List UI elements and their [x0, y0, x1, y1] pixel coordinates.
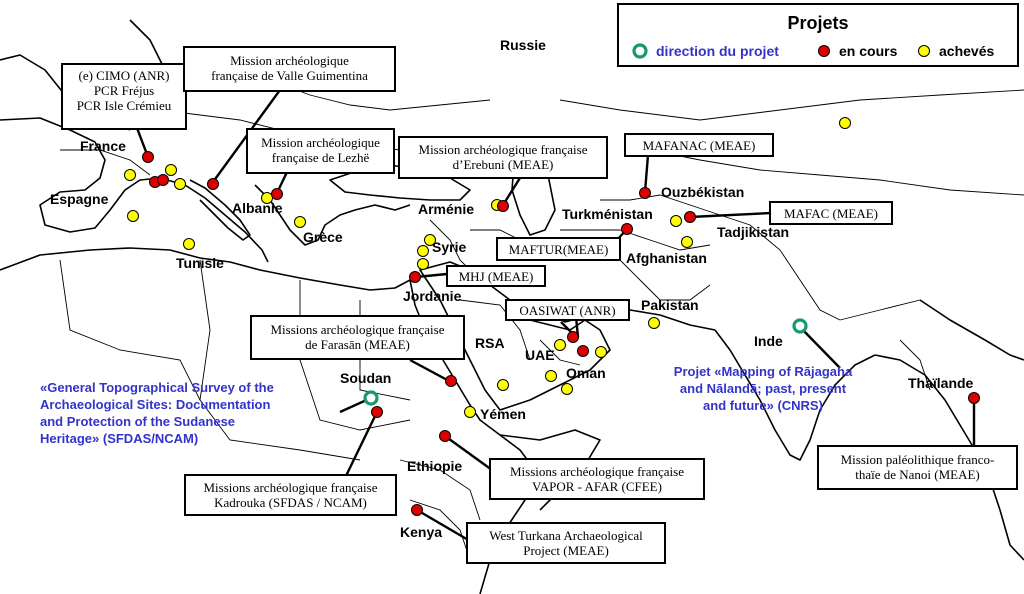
country-afghanistan: Afghanistan	[626, 250, 707, 266]
project-oasiwat-line: OASIWAT (ANR)	[519, 303, 616, 318]
project-nanoi-line: Mission paléolithique franco-	[840, 452, 995, 467]
legend-ongoing-label: en cours	[839, 43, 898, 59]
project-lezhe-line: française de Lezhë	[271, 150, 370, 165]
project-rajagaha-line: Projet «Mapping of Rājagaha	[673, 364, 853, 379]
project-maftur-line: MAFTUR(MEAE)	[508, 242, 609, 257]
country-turkmenistan: Turkménistan	[562, 206, 653, 222]
project-mafac-box: MAFAC (MEAE)	[769, 201, 893, 225]
project-kadrouka-line: Missions archéologique française	[203, 480, 378, 495]
project-mafanac-box: MAFANAC (MEAE)	[624, 133, 774, 157]
project-mhj-box: MHJ (MEAE)	[446, 265, 546, 287]
project-turkana-line: Project (MEAE)	[523, 543, 609, 558]
direction-legend-icon	[632, 43, 648, 59]
project-turkana-box: West Turkana Archaeological Project (MEA…	[466, 522, 666, 564]
project-rajagaha-label: Projet «Mapping of Rājagaha and Nālandā;…	[668, 363, 858, 419]
country-armenie: Arménie	[418, 201, 475, 217]
completed-legend-icon	[918, 45, 930, 57]
project-oasiwat-box: OASIWAT (ANR)	[505, 299, 630, 321]
project-guimentina-line: française de Valle Guimentina	[211, 68, 368, 83]
project-cimo-line: (e) CIMO (ANR)	[78, 68, 170, 83]
country-espagne: Espagne	[50, 191, 109, 207]
project-lezhe-line: Mission archéologique	[261, 135, 380, 150]
country-syrie: Syrie	[432, 239, 467, 255]
project-mhj-line: MHJ (MEAE)	[458, 269, 534, 284]
legend-direction-label: direction du projet	[656, 43, 779, 59]
project-kadrouka-line: Kadrouka (SFDAS / NCAM)	[214, 495, 367, 510]
project-guimentina-box: Mission archéologique française de Valle…	[183, 46, 396, 92]
project-erebuni-line: d’Erebuni (MEAE)	[452, 157, 554, 172]
project-vapor-box: Missions archéologique française VAPOR -…	[489, 458, 705, 500]
completed-sites	[124, 117, 851, 418]
project-erebuni-box: Mission archéologique française d’Erebun…	[398, 136, 608, 179]
country-jordanie: Jordanie	[403, 288, 462, 304]
country-ouzbekistan: Ouzbékistan	[661, 184, 745, 200]
country-pakistan: Pakistan	[641, 297, 699, 313]
project-sudan-survey-line: Archaeological Sites: Documentation	[40, 397, 271, 412]
project-sudan-survey-line: Heritage» (SFDAS/NCAM)	[40, 431, 199, 446]
project-farasan-box: Missions archéologique française de Fara…	[250, 315, 465, 360]
project-nanoi-line: thaïe de Nanoi (MEAE)	[855, 467, 980, 482]
project-vapor-line: VAPOR - AFAR (CFEE)	[532, 479, 662, 494]
project-cimo-line: PCR Isle Crémieu	[76, 98, 172, 113]
country-thailande: Thaïlande	[908, 375, 974, 391]
project-cimo-line: PCR Fréjus	[93, 83, 155, 98]
country-soudan: Soudan	[340, 370, 392, 386]
country-kenya: Kenya	[400, 524, 443, 540]
country-inde: Inde	[754, 333, 783, 349]
country-oman: Oman	[566, 365, 606, 381]
project-rajagaha-line: and Nālandā; past, present	[679, 381, 847, 396]
project-mafanac-line: MAFANAC (MEAE)	[642, 138, 756, 153]
project-lezhe-box: Mission archéologique française de Lezhë	[246, 128, 395, 174]
country-tunisie: Tunisie	[176, 255, 224, 271]
project-farasan-line: de Farasān (MEAE)	[305, 337, 410, 352]
country-tadjikistan: Tadjikistan	[717, 224, 790, 240]
country-yemen: Yémen	[480, 406, 526, 422]
project-guimentina-line: Mission archéologique	[230, 53, 349, 68]
country-france: France	[80, 138, 126, 154]
country-albanie: Albanie	[232, 200, 283, 216]
project-nanoi-box: Mission paléolithique franco- thaïe de N…	[817, 445, 1018, 490]
project-cimo-box: (e) CIMO (ANR) PCR Fréjus PCR Isle Crémi…	[61, 63, 187, 130]
legend-completed-label: achevés	[939, 43, 995, 59]
legend: Projets direction du projet en cours ach…	[617, 3, 1019, 67]
country-ethiopie: Ethiopie	[407, 458, 463, 474]
project-sudan-survey-label: «General Topographical Survey of the Arc…	[40, 379, 324, 451]
country-uae: UAE	[525, 347, 555, 363]
project-sudan-survey-line: and Protection of the Sudanese	[40, 414, 236, 429]
project-vapor-line: Missions archéologique française	[509, 464, 684, 479]
ongoing-legend-icon	[818, 45, 830, 57]
country-rsa: RSA	[475, 335, 505, 351]
legend-title: Projets	[787, 13, 849, 33]
project-sudan-survey-line: «General Topographical Survey of the	[40, 380, 274, 395]
project-erebuni-line: Mission archéologique française	[418, 142, 588, 157]
direction-markers	[363, 318, 808, 406]
country-grece: Grèce	[303, 229, 343, 245]
project-turkana-line: West Turkana Archaeological	[489, 528, 643, 543]
project-kadrouka-box: Missions archéologique française Kadrouk…	[184, 474, 397, 516]
ongoing-sites	[142, 151, 980, 516]
country-russie: Russie	[500, 37, 546, 53]
project-mafac-line: MAFAC (MEAE)	[783, 206, 878, 221]
project-farasan-line: Missions archéologique française	[270, 322, 445, 337]
project-maftur-box: MAFTUR(MEAE)	[496, 237, 621, 261]
project-rajagaha-line: and future» (CNRS)	[703, 398, 823, 413]
